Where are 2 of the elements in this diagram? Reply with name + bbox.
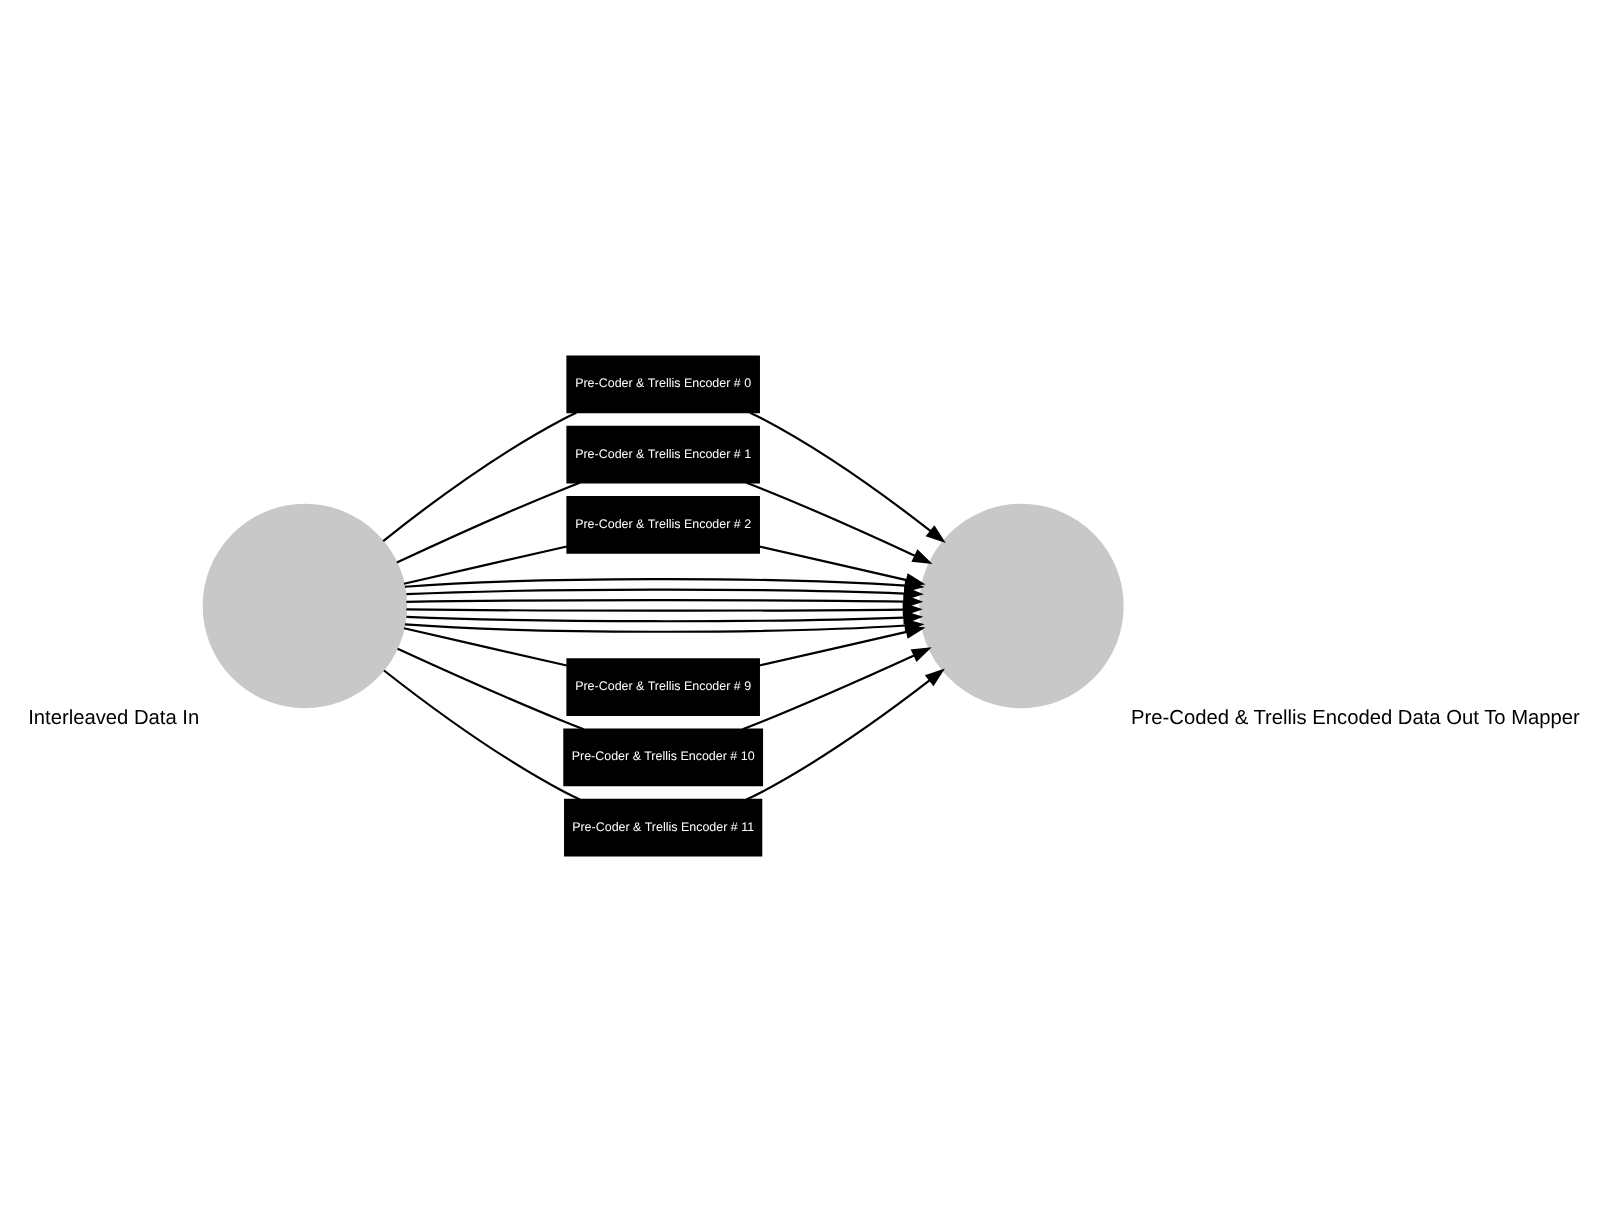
node-label: Interleaved Data In <box>28 706 200 729</box>
node-label: Pre-Coded & Trellis Encoded Data Out To Mapper <box>1131 706 1580 729</box>
